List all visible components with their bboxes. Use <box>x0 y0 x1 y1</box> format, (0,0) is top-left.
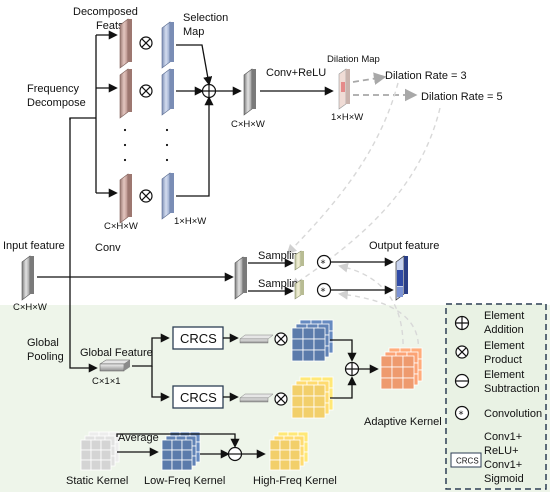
dilation-curve-5 <box>290 107 441 288</box>
dilation-map-slab <box>338 68 350 110</box>
decomposed-feat-1 <box>119 18 132 69</box>
legend-crcs-desc-1: Conv1+ <box>484 431 522 443</box>
legend-addition-text-2: Addition <box>484 324 524 336</box>
high-freq-kernel-grid <box>269 431 309 471</box>
ellipsis-dots-right <box>165 128 169 162</box>
decomposed-feats-label-2: Feats <box>96 20 124 32</box>
decomposed-feat-2 <box>119 68 132 119</box>
low-freq-kernel-grid <box>161 431 201 471</box>
frequency-decompose-branch: Decomposed Feats Selection Map Frequency… <box>27 6 503 232</box>
global-feature-bar <box>99 359 131 372</box>
selection-map-2 <box>161 68 174 116</box>
global-pooling-label: Global <box>27 337 59 349</box>
conv-output-slab <box>234 256 247 300</box>
static-kernel-grid <box>80 431 120 471</box>
static-kernel-label: Static Kernel <box>66 475 128 487</box>
adaptive-kernel-label: Adaptive Kernel <box>364 416 442 428</box>
kernel-grids <box>80 319 423 471</box>
ellipsis-dots-left <box>123 128 127 162</box>
svg-text:*: * <box>321 287 326 298</box>
sampled-feature-1 <box>294 250 304 271</box>
low-freq-kernel-label: Low-Freq Kernel <box>144 475 225 487</box>
legend-product-icon <box>455 345 469 359</box>
legend-crcs-desc-3: Conv1+ <box>484 459 522 471</box>
fused-feature-slab <box>243 68 256 116</box>
channel-weight-bar-1 <box>239 334 274 344</box>
legend-subtraction-text-2: Subtraction <box>484 383 540 395</box>
frequency-decompose-label-2: Decompose <box>27 97 86 109</box>
fused-dims-label: C×H×W <box>231 119 265 130</box>
legend-product-text: Element <box>484 340 524 352</box>
channel-weight-bar-2 <box>239 393 274 403</box>
legend-product-text-2: Product <box>484 354 522 366</box>
adaptive-kernel-grid <box>380 347 423 390</box>
selection-map-3 <box>161 172 174 220</box>
branch-chw-label: C×H×W <box>104 221 138 232</box>
global-feature-label: Global Feature <box>80 347 153 359</box>
sampled-feature-2 <box>294 279 304 300</box>
element-addition-icon-bottom <box>344 361 360 377</box>
branch-1hw-label: 1×H×W <box>174 216 206 227</box>
blue-kernel-grid <box>291 319 334 362</box>
kernel-return-2 <box>338 289 420 354</box>
conv-label: Conv <box>95 242 121 254</box>
selection-map-label: Selection <box>183 12 228 24</box>
element-product-icon-bottom <box>274 332 288 406</box>
legend: * Element Addition Element Product Eleme… <box>445 303 547 490</box>
decomposed-feats-label: Decomposed <box>73 6 138 18</box>
legend-subtraction-text: Element <box>484 369 524 381</box>
convolution-icon <box>316 254 332 298</box>
average-label: Average <box>118 432 159 444</box>
legend-crcs-icon: CRCS <box>450 452 482 468</box>
output-feature-slab <box>395 255 408 301</box>
legend-subtraction-icon <box>454 373 470 389</box>
selection-map-1 <box>161 21 174 69</box>
frequency-decompose-label: Frequency <box>27 83 79 95</box>
legend-addition-text: Element <box>484 310 524 322</box>
conv-relu-label: Conv+ReLU <box>266 67 326 79</box>
selection-map-label-2: Map <box>183 26 204 38</box>
yellow-kernel-grid <box>291 376 334 419</box>
input-feature-block: Input feature C×H×W <box>3 240 65 313</box>
svg-text:CRCS: CRCS <box>456 457 479 466</box>
element-addition-icon <box>201 83 217 99</box>
dilation-curve-3 <box>286 82 399 255</box>
legend-convolution-text: Convolution <box>484 408 542 420</box>
dilation-rate-3-label: Dilation Rate = 3 <box>385 70 467 82</box>
legend-convolution-icon <box>454 405 470 421</box>
input-dims-label: C×H×W <box>13 302 47 313</box>
sampling-label-1: Sampling <box>258 250 304 262</box>
global-pooling-label-2: Pooling <box>27 351 64 363</box>
legend-crcs-desc-2: ReLU+ <box>484 445 519 457</box>
svg-text:CRCS: CRCS <box>180 331 217 346</box>
element-product-icon <box>139 36 153 203</box>
high-freq-kernel-label: High-Freq Kernel <box>253 475 337 487</box>
decomposed-feat-3 <box>119 173 132 224</box>
dilation-map-label: Dilation Map <box>327 54 380 65</box>
legend-crcs-desc-4: Sigmoid <box>484 473 524 485</box>
output-feature-label: Output feature <box>369 240 439 252</box>
global-feature-dims: C×1×1 <box>92 376 121 387</box>
crcs-block-1: CRCS <box>172 326 224 350</box>
svg-text:*: * <box>459 410 464 421</box>
element-subtraction-icon <box>227 446 243 462</box>
sampling-label-2: Sampling <box>258 278 304 290</box>
dilation-rate-5-label: Dilation Rate = 5 <box>421 91 503 103</box>
legend-addition-icon <box>454 315 470 331</box>
dilation-dims-label: 1×H×W <box>331 112 363 123</box>
svg-text:CRCS: CRCS <box>180 390 217 405</box>
input-feature-label: Input feature <box>3 240 65 252</box>
crcs-block-2: CRCS <box>172 385 224 409</box>
svg-text:*: * <box>321 259 326 270</box>
